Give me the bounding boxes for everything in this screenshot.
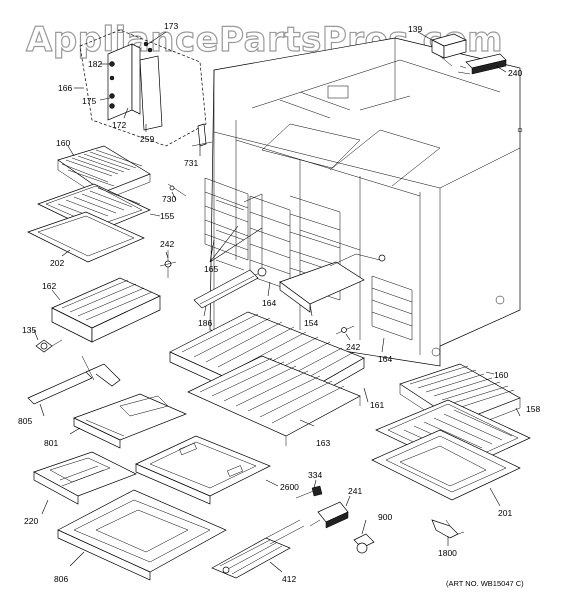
callout-172: 172 [112,120,126,130]
part-220-panel [33,451,137,505]
part-2600-panel [135,435,271,505]
callout-160-left: 160 [56,138,70,148]
part-186-burner-tube [193,267,267,309]
callout-2600: 2600 [280,482,299,492]
callout-805: 805 [18,416,32,426]
part-805-tube [27,355,121,405]
part-241-valve [309,501,349,529]
callout-334: 334 [308,470,322,480]
part-201-pan [371,429,521,501]
part-202-pan [27,211,145,263]
part-242-screw-right [335,325,355,335]
watermark-text: AppliancePartsPros.com [26,20,503,60]
callout-801: 801 [44,438,58,448]
callout-162: 162 [42,281,56,291]
part-154-broil-element [279,253,386,313]
callout-259: 259 [140,134,154,144]
part-163-oven-rack [187,355,361,446]
callout-139: 139 [408,24,422,34]
callout-161: 161 [370,400,384,410]
part-730-screw [167,183,187,197]
callout-165: 165 [204,264,218,274]
part-1800-wrench [431,519,465,539]
callout-730: 730 [162,194,176,204]
callout-220: 220 [24,516,38,526]
callout-175: 175 [82,96,96,106]
part-166-control-assembly [79,29,207,147]
callout-806: 806 [54,574,68,584]
part-334-igniter [295,485,323,499]
callout-240: 240 [508,68,522,78]
art-number: (ART NO. WB15047 C) [446,579,524,588]
callout-242-top: 242 [160,239,174,249]
leader-lines [33,31,521,573]
callout-202: 202 [50,258,64,268]
callout-186: 186 [198,318,212,328]
callout-201: 201 [498,508,512,518]
callout-164-center: 164 [262,298,276,308]
callout-412: 412 [282,574,296,584]
part-240-harness [457,53,507,75]
callout-900: 900 [378,512,392,522]
part-801-burner-panel [73,393,187,449]
callout-182: 182 [88,59,102,69]
callout-164-right: 164 [378,354,392,364]
callout-135: 135 [22,325,36,335]
part-242-screw-top [159,250,177,278]
part-139-switch [431,33,467,67]
callout-166: 166 [58,83,72,93]
part-731-bracket [191,123,213,147]
callout-1800: 1800 [438,548,457,558]
part-806-bottom-pan [57,489,227,581]
part-900-elbow [353,533,375,554]
callout-158: 158 [526,404,540,414]
callout-173: 173 [164,21,178,31]
part-162-rack-assembly [51,277,161,343]
callout-160-right: 160 [494,370,508,380]
callout-163: 163 [316,438,330,448]
callout-155: 155 [160,211,174,221]
part-135-fitting [35,339,63,353]
callout-241: 241 [348,486,362,496]
callout-242-right: 242 [346,342,360,352]
callout-731: 731 [184,158,198,168]
callout-154: 154 [304,318,318,328]
part-412-burner [211,519,305,579]
